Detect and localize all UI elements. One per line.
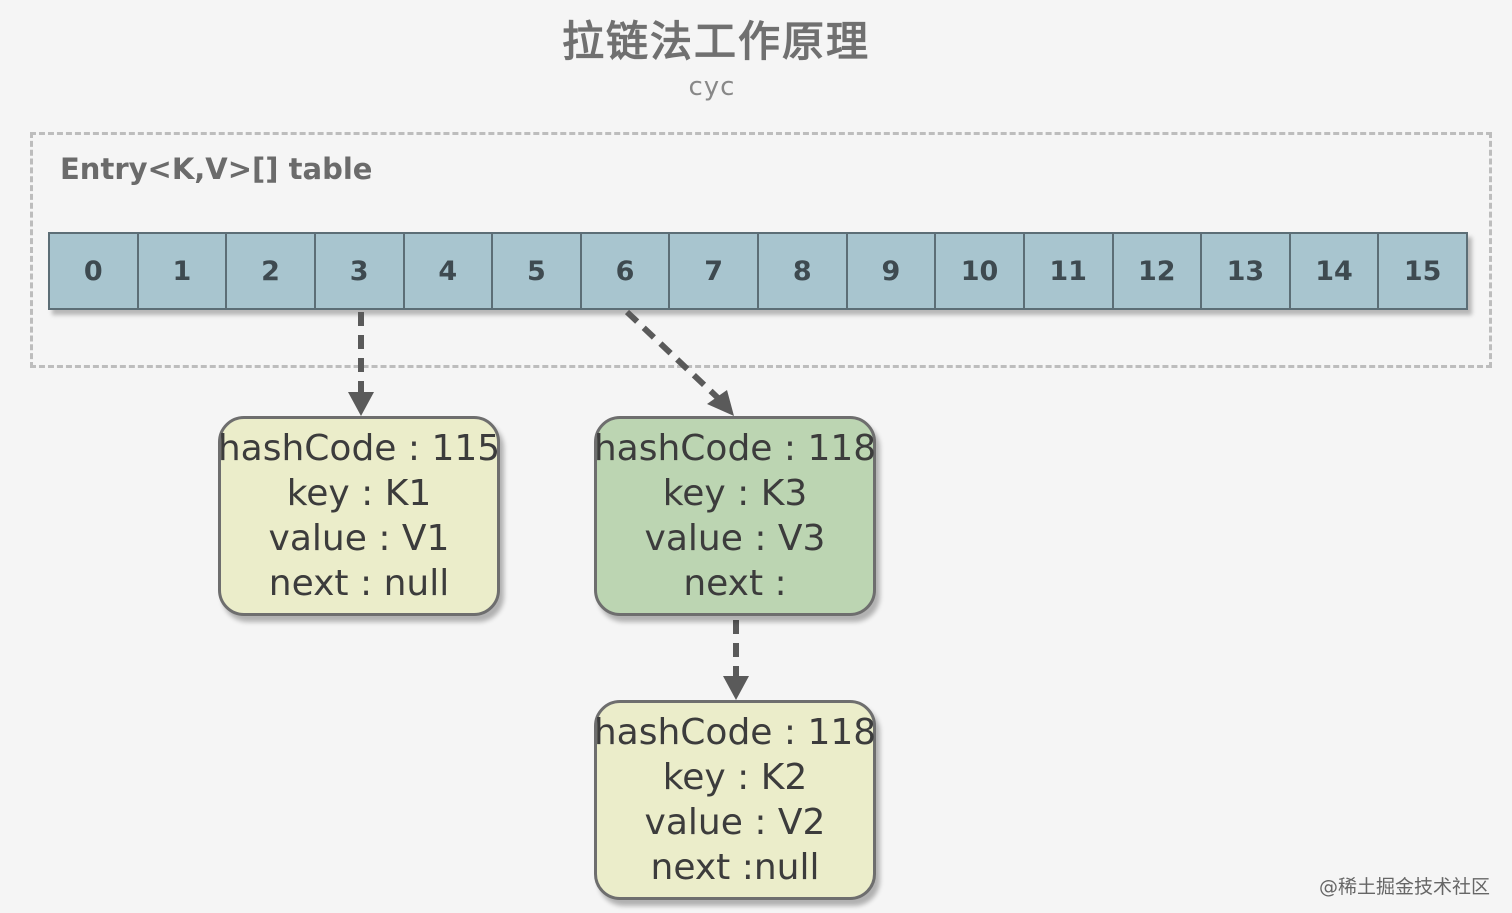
node-key: key : K2 bbox=[662, 757, 808, 798]
node-hashcode: hashCode : 118 bbox=[593, 428, 877, 469]
bucket-cell-1: 1 bbox=[136, 232, 228, 310]
entry-node-k3: hashCode : 118 key : K3 value : V3 next … bbox=[594, 416, 876, 616]
table-label: Entry<K,V>[] table bbox=[60, 152, 373, 186]
bucket-cell-8: 8 bbox=[757, 232, 848, 310]
node-hashcode: hashCode : 118 bbox=[593, 712, 877, 753]
watermark: @稀土掘金技术社区 bbox=[1318, 876, 1490, 898]
diagram-title: 拉链法工作原理 bbox=[561, 17, 870, 66]
bucket-cell-12: 12 bbox=[1111, 232, 1203, 310]
node-next: next :null bbox=[650, 847, 820, 888]
entry-node-k1: hashCode : 115 key : K1 value : V1 next … bbox=[218, 416, 500, 616]
bucket-cell-7: 7 bbox=[668, 232, 759, 310]
bucket-cell-6: 6 bbox=[579, 232, 671, 310]
arrow-cell6-to-k3 bbox=[624, 309, 721, 401]
bucket-cell-11: 11 bbox=[1022, 232, 1114, 310]
arrowhead-k3 bbox=[707, 390, 734, 416]
entry-node-k2: hashCode : 118 key : K2 value : V2 next … bbox=[594, 700, 876, 900]
bucket-cell-13: 13 bbox=[1200, 232, 1291, 310]
node-key: key : K1 bbox=[286, 473, 432, 514]
bucket-cell-5: 5 bbox=[491, 232, 582, 310]
node-hashcode: hashCode : 115 bbox=[217, 428, 501, 469]
node-value: value : V1 bbox=[268, 518, 450, 559]
bucket-cell-9: 9 bbox=[845, 232, 937, 310]
node-next: next : bbox=[683, 563, 787, 604]
bucket-array: 0 1 2 3 4 5 6 7 8 9 10 11 12 13 14 15 bbox=[48, 232, 1468, 310]
node-value: value : V3 bbox=[644, 518, 826, 559]
node-key: key : K3 bbox=[662, 473, 808, 514]
bucket-cell-15: 15 bbox=[1377, 232, 1468, 310]
bucket-cell-2: 2 bbox=[225, 232, 316, 310]
table-frame bbox=[30, 132, 1492, 368]
diagram-subtitle: cyc bbox=[688, 72, 736, 102]
node-next: next : null bbox=[268, 563, 450, 604]
node-value: value : V2 bbox=[644, 802, 826, 843]
bucket-cell-10: 10 bbox=[934, 232, 1025, 310]
arrowhead-k2 bbox=[723, 676, 749, 700]
arrowhead-k1 bbox=[348, 392, 374, 416]
bucket-cell-3: 3 bbox=[313, 232, 405, 310]
